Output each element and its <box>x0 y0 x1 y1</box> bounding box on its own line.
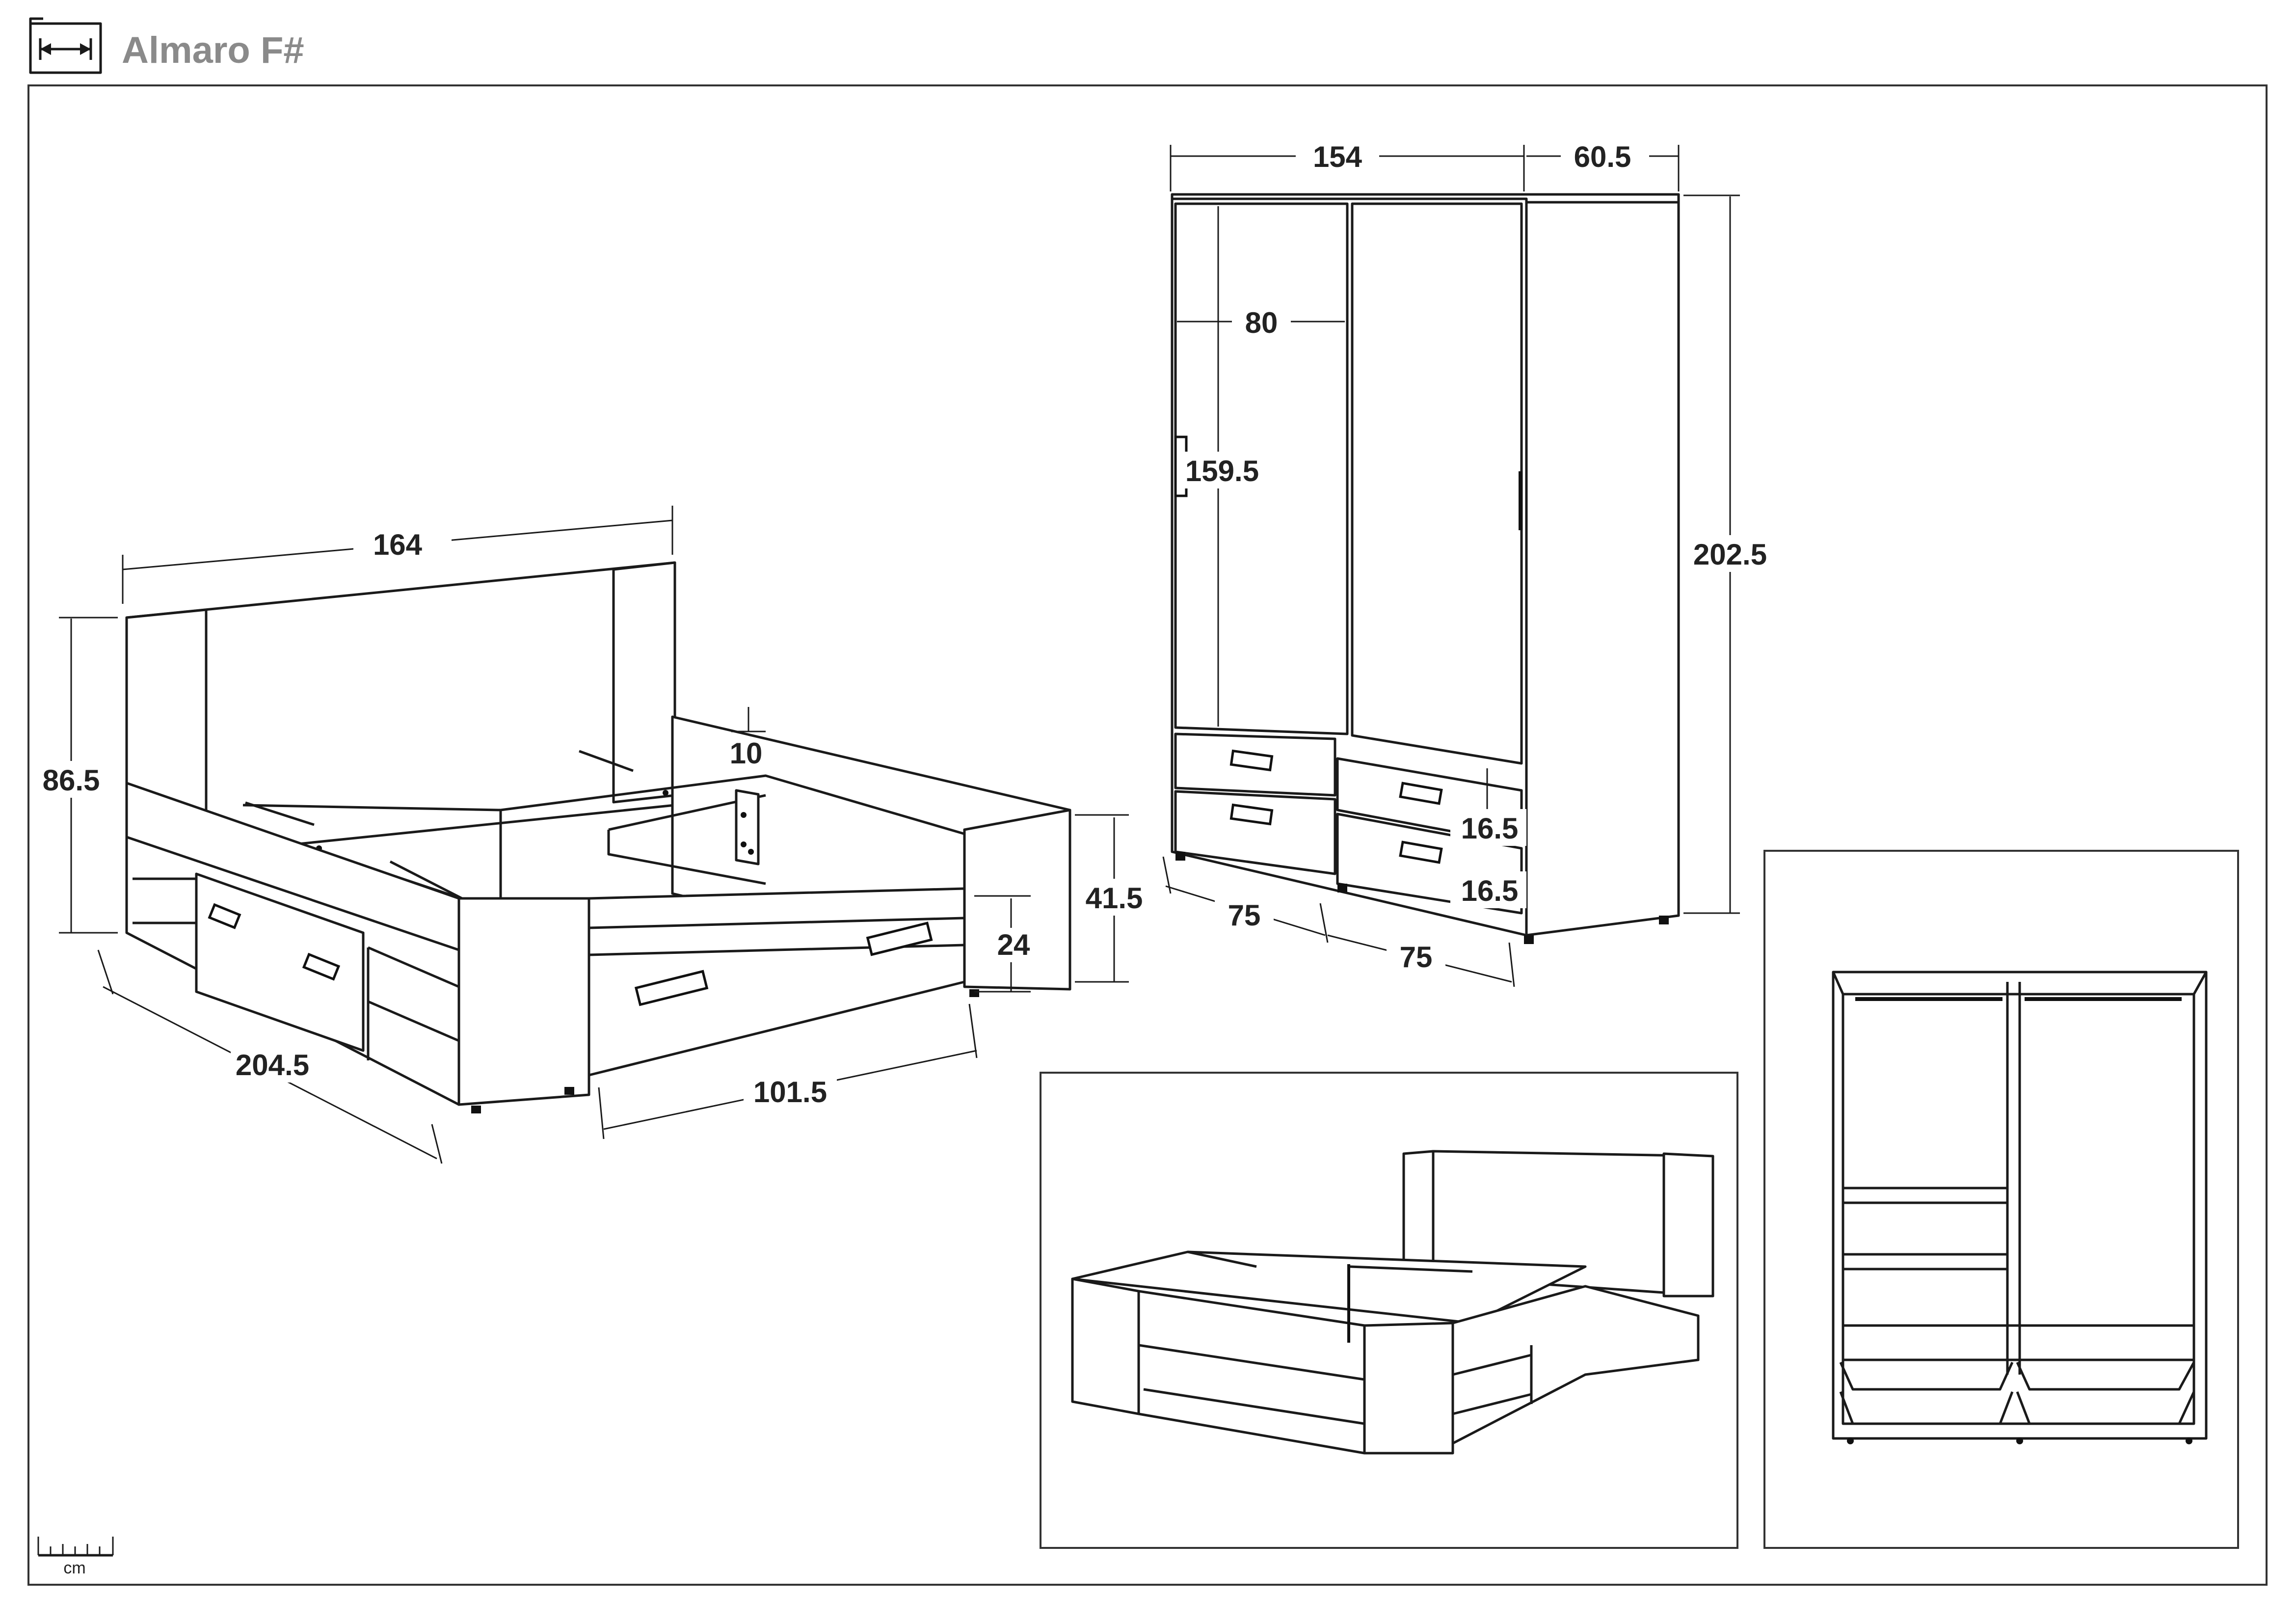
bed-length-label: 204.5 <box>236 1049 309 1082</box>
bed-rear-view-drawing <box>1071 1150 1714 1455</box>
wardrobe-depth-label: 60.5 <box>1574 140 1631 173</box>
wardrobe-door-height-label: 159.5 <box>1185 455 1259 487</box>
main-frame <box>27 84 2268 1586</box>
page-title: Almaro F# <box>122 29 304 71</box>
wardrobe-drawer-height-lower-label: 16.5 <box>1461 874 1519 907</box>
bed-drawer-height-label: 24 <box>997 928 1030 961</box>
dimension-icon <box>29 17 102 74</box>
bed-headboard-panel-label: 10 <box>730 737 763 770</box>
wardrobe-drawer-height-upper-label: 16.5 <box>1461 812 1519 845</box>
wardrobe-dimensions: 154 60.5 202.5 80 159.5 16.5 16.5 75 <box>1162 138 1777 987</box>
scale: cm <box>37 1537 114 1577</box>
bed-rear-view-frame <box>1040 1072 1738 1549</box>
header: Almaro F# <box>29 17 304 74</box>
wardrobe-drawer-width-right-label: 75 <box>1400 941 1433 974</box>
ruler-icon <box>37 1537 114 1557</box>
wardrobe-height-label: 202.5 <box>1693 538 1767 571</box>
scale-unit-label: cm <box>63 1559 85 1577</box>
wardrobe-door-width-label: 80 <box>1245 306 1278 339</box>
wardrobe-interior-frame <box>1763 850 2239 1549</box>
wardrobe-interior-drawing <box>1832 971 2208 1444</box>
bed-width-label: 164 <box>373 528 423 561</box>
bed-dimensions: 164 86.5 204.5 101.5 41.5 24 1 <box>34 506 1153 1164</box>
bed-frame-height-label: 41.5 <box>1086 882 1143 915</box>
wardrobe-drawer-width-left-label: 75 <box>1228 899 1261 932</box>
bed-drawing <box>125 561 1071 1113</box>
wardrobe-width-label: 154 <box>1313 140 1362 173</box>
bed-headboard-height-label: 86.5 <box>43 764 100 797</box>
bed-drawer-width-label: 101.5 <box>753 1076 827 1109</box>
